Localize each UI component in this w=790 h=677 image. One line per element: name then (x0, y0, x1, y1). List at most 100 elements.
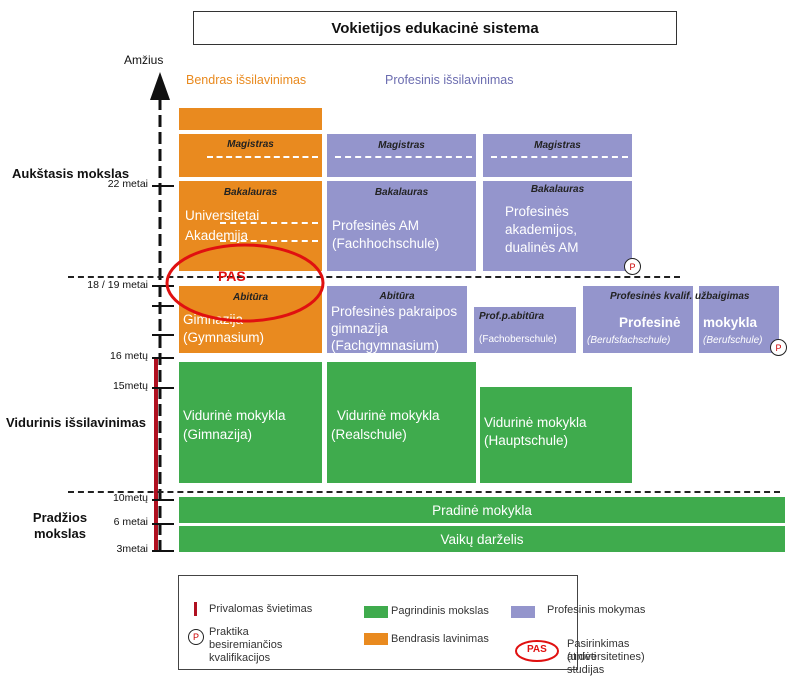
universitetai-divider (220, 240, 318, 242)
universitetai-line2: Akademija (185, 228, 249, 243)
legend-general-label: Bendrasis lavinimas (391, 633, 489, 645)
separator-10 (68, 491, 780, 493)
diagram-title: Vokietijos edukacinė sistema (193, 11, 677, 45)
prof-gimn-line2: gimnazija (331, 321, 389, 336)
separator-18 (68, 276, 680, 278)
profesine-label: Profesinė (619, 315, 681, 330)
magistras-label: Magistras (227, 139, 274, 150)
age-22: 22 metai (107, 178, 148, 190)
universitetai-line1: Universitetai (185, 208, 260, 223)
prof-akad-line3: dualinės AM (505, 240, 579, 255)
vid-haupt-line1: Vidurinė mokykla (484, 415, 587, 430)
berufsfachschule-block: Profesinė (Berufsfachschule) (583, 286, 693, 353)
level-primary: Pradžios mokslas (32, 510, 88, 541)
level-secondary: Vidurinis išsilavinimas (6, 415, 146, 430)
axis-label: Amžius (124, 53, 164, 67)
vid-realschule-block: Vidurinė mokykla (Realschule) (327, 362, 476, 483)
berufschule-block: mokykla (Berufschule) (699, 286, 779, 353)
legend-basic-label: Pagrindinis mokslas (391, 605, 489, 617)
pas-label: PAS (218, 268, 246, 284)
prof-gimn-line3: (Fachgymnasium) (331, 338, 440, 353)
level-higher: Aukštasis mokslas (12, 166, 130, 181)
legend-practice-line1: Praktika (209, 626, 249, 638)
age-10: 10metų (112, 492, 148, 504)
pas-ellipse (165, 243, 325, 323)
practice-p-icon: P (770, 339, 787, 356)
legend-compulsory-label: Privalomas švietimas (209, 603, 313, 615)
vid-gimn-line2: (Gimnazija) (183, 427, 253, 442)
column-head-general: Bendras išsilavinimas (186, 73, 307, 87)
universitetai-divider (220, 222, 318, 224)
bakalauras-label: Bakalauras (374, 187, 429, 198)
prof-akad-line2: akademijos, (505, 222, 578, 237)
magistras-orange: Magistras (179, 134, 322, 177)
prof-akademijos-block: Bakalauras Profesinės akademijos, dualin… (483, 181, 632, 271)
berufschule-label: (Berufschule) (703, 335, 763, 346)
legend-practice-line3: kvalifikacijos (209, 652, 271, 664)
legend-compulsory-swatch (194, 602, 197, 616)
tick-22 (152, 185, 174, 187)
age-16: 16 metų (110, 350, 148, 362)
darzelis-label: Vaikų darželis (440, 531, 524, 547)
age-axis (150, 72, 170, 550)
mokykla-label: mokykla (703, 315, 758, 330)
tick-15 (152, 387, 174, 389)
pradine-label: Pradinė mokykla (432, 502, 532, 518)
vid-haupt-line2: (Hauptschule) (484, 433, 569, 448)
practice-p-icon: P (624, 258, 641, 275)
prof-akad-line1: Profesinės (505, 204, 569, 219)
gimnazija-block: Abitūra Gimnazija (Gymnasium) (179, 286, 322, 353)
age-15: 15metų (112, 380, 148, 392)
age-6: 6 metai (113, 516, 148, 528)
vid-real-line2: (Realschule) (331, 427, 407, 442)
bakalauras-label: Bakalauras (530, 184, 585, 195)
legend-practice-line2: besiremiančios (209, 639, 283, 651)
abitura-label: Abitūra (379, 291, 415, 302)
prof-gimnazija-block: Abitūra Profesinės pakraipos gimnazija (… (327, 286, 467, 353)
legend-pas-ellipse (515, 640, 559, 662)
prof-am-line2: (Fachhochschule) (332, 236, 440, 251)
tick-6 (152, 523, 174, 525)
age-3: 3metai (116, 543, 148, 555)
magistras-purple-3: Magistras (483, 134, 632, 177)
magistras-label: Magistras (378, 140, 425, 151)
magistras-label: Magistras (534, 140, 581, 151)
tick-10 (152, 499, 174, 501)
vid-gimn-line1: Vidurinė mokykla (183, 408, 286, 423)
legend-vocational-swatch (511, 606, 535, 618)
magistras-divider (335, 156, 472, 158)
gimnazija-line1: Gimnazija (183, 312, 244, 327)
magistras-divider (207, 156, 318, 158)
fachoberschule-label: (Fachoberschule) (479, 334, 557, 345)
pradine-block: Pradinė mokykla (179, 497, 785, 523)
tick-16 (152, 357, 174, 359)
fachoberschule-block: Prof.p.abitūra (Fachoberschule) (474, 307, 576, 353)
bakalauras-label: Bakalauras (223, 187, 278, 198)
legend-practice-icon: P (188, 629, 204, 645)
column-head-vocational: Profesinis išsilavinimas (385, 73, 514, 87)
prof-am-line1: Profesinės AM (332, 218, 420, 233)
gimnazija-line2: (Gymnasium) (183, 330, 265, 345)
orange-top-block (179, 108, 322, 130)
axis-arrow-head (150, 72, 170, 100)
prof-am-block: Bakalauras Profesinės AM (Fachhochschule… (327, 181, 476, 271)
prof-p-abitura-label: Prof.p.abitūra (479, 311, 545, 322)
legend-basic-swatch (364, 606, 388, 618)
tick-16a (152, 334, 174, 336)
legend-pas-desc-line1: Pasirinkimas atidėti (567, 638, 630, 663)
magistras-divider (491, 156, 628, 158)
magistras-purple-2: Magistras (327, 134, 476, 177)
legend-pas-label: PAS (527, 644, 547, 655)
abitura-label: Abitūra (233, 292, 268, 303)
vid-real-line1: Vidurinė mokykla (337, 408, 440, 423)
tick-18 (152, 285, 174, 287)
darzelis-block: Vaikų darželis (179, 526, 785, 552)
vid-hauptschule-block: Vidurinė mokykla (Hauptschule) (480, 387, 632, 483)
prof-gimn-line1: Profesinės pakraipos (331, 304, 458, 319)
tick-3 (152, 550, 174, 552)
age-18: 18 / 19 metai (87, 279, 148, 291)
tick-17 (152, 305, 174, 307)
berufsfachschule-label: (Berufsfachschule) (587, 335, 671, 346)
compulsory-bar (154, 357, 158, 552)
legend: Privalomas švietimas P Praktika besiremi… (178, 575, 645, 676)
